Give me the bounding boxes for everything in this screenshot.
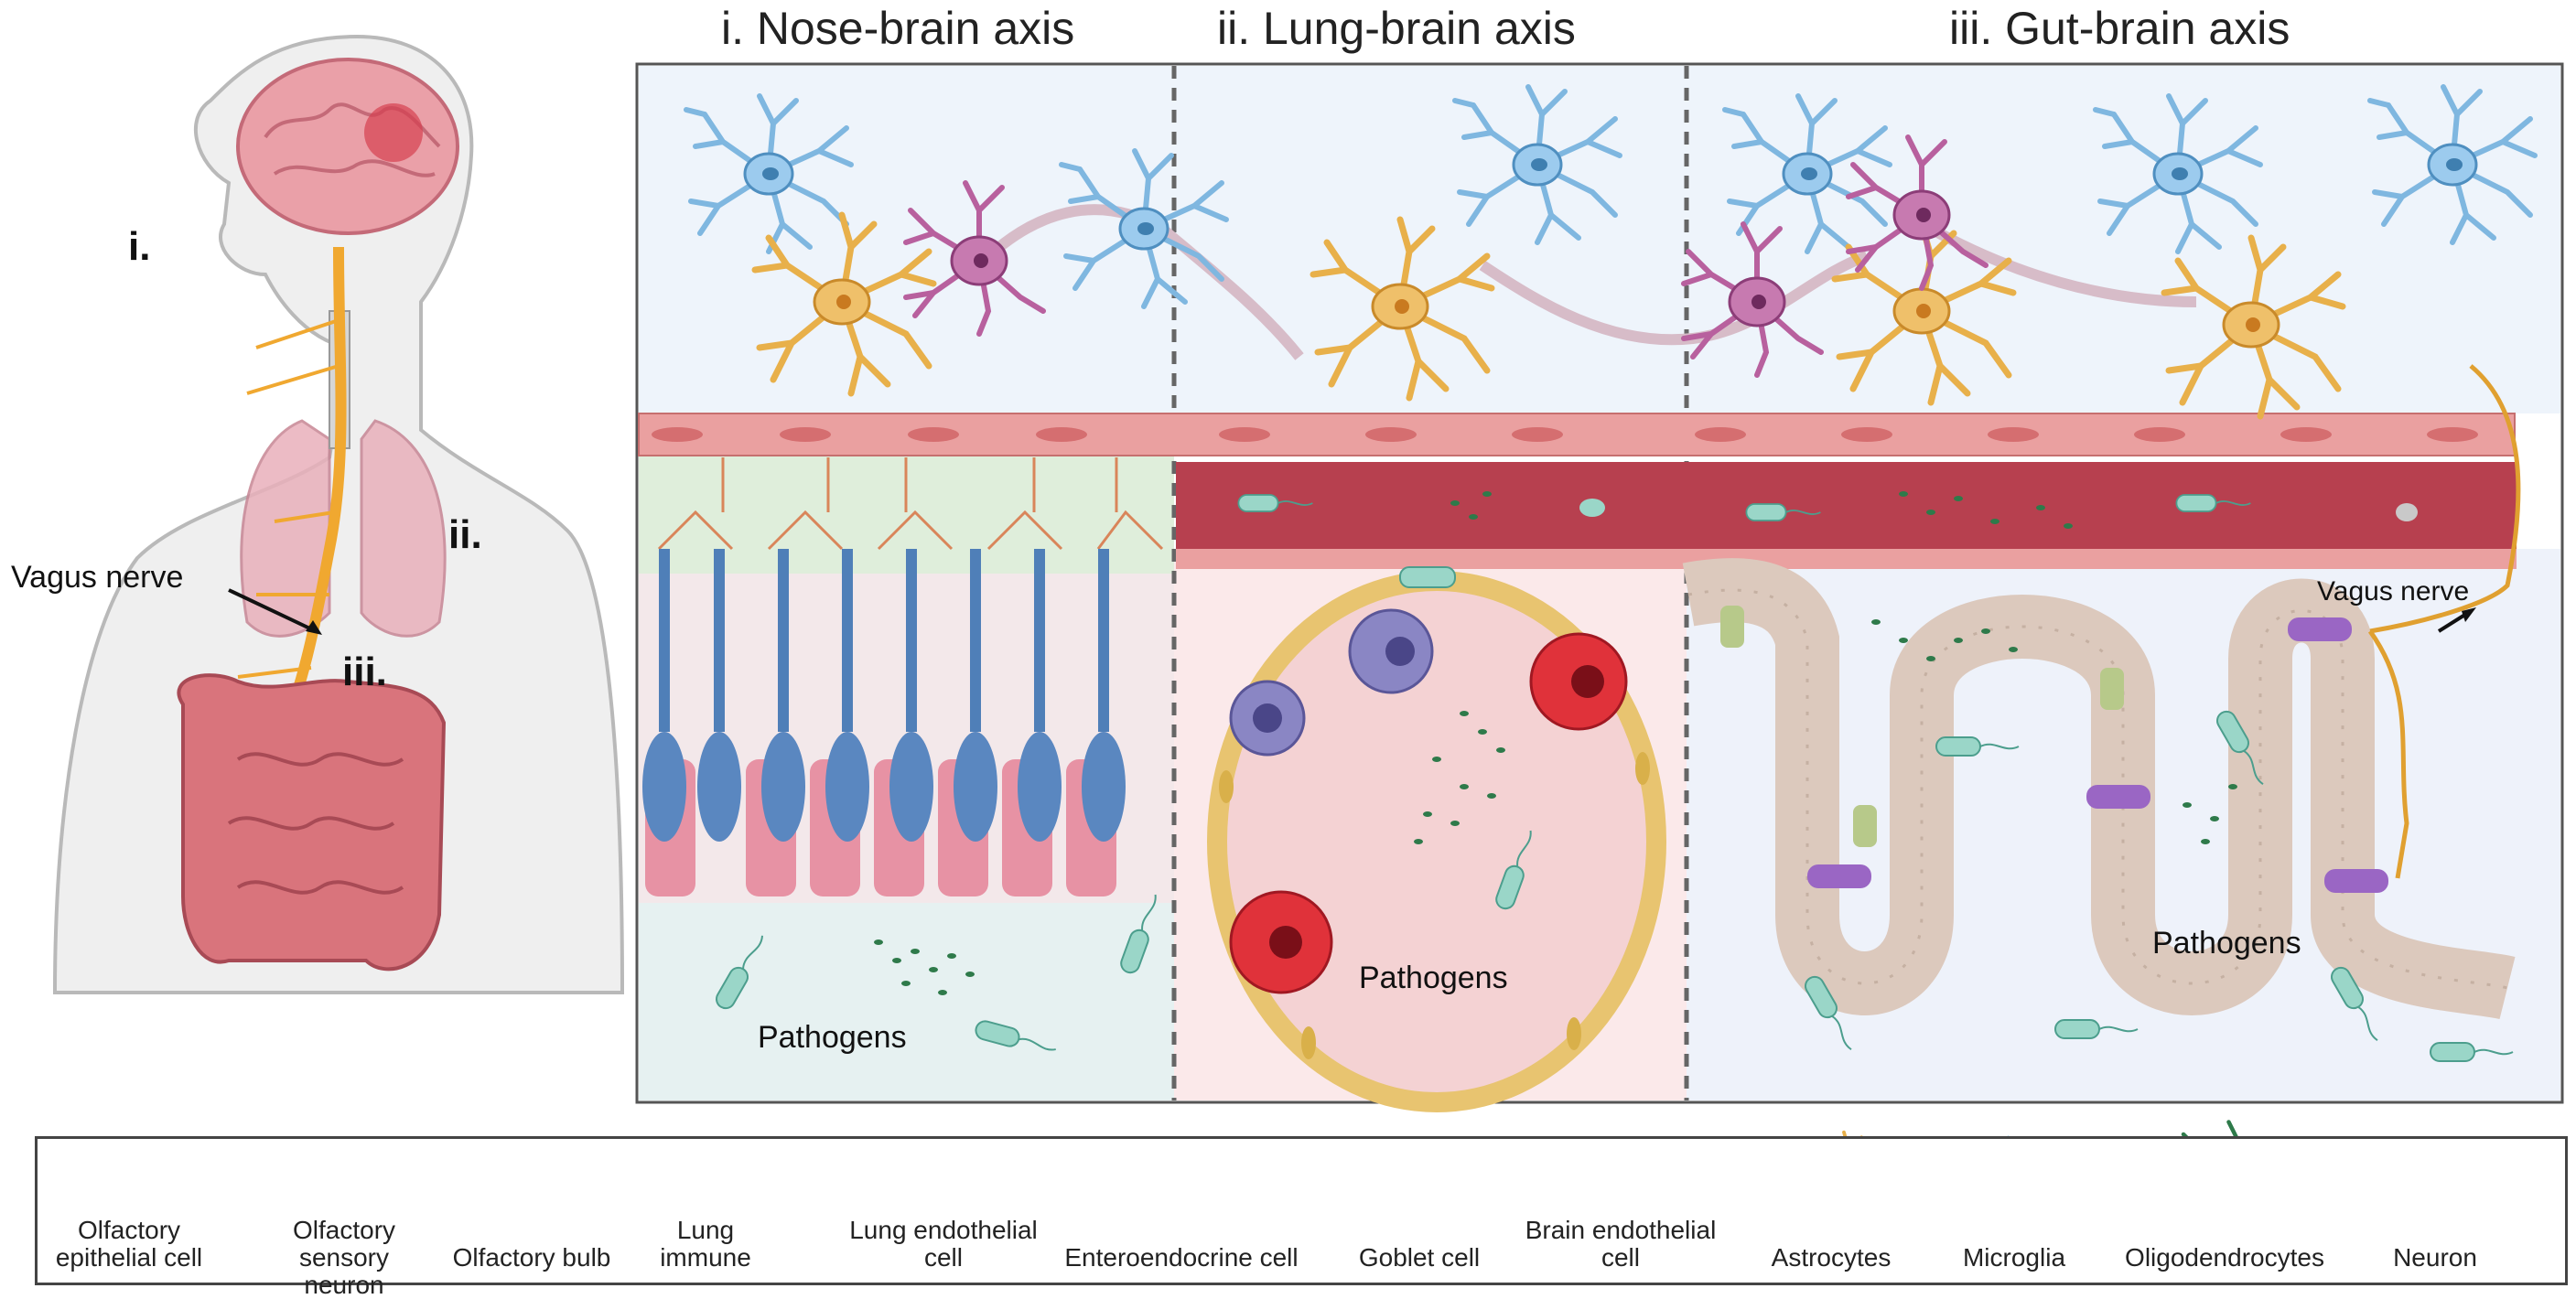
legend-brain-endothelial: Brain endothelial cell	[1525, 1216, 1717, 1272]
gut-pathogens-label: Pathogens	[2152, 926, 2301, 961]
label-ii: ii.	[448, 512, 482, 557]
legend-olfactory-sensory-neuron: Olfactory sensory neuron	[292, 1216, 396, 1299]
gut-brain-axis-title: iii. Gut-brain axis	[1949, 3, 2290, 54]
legend-olfactory-bulb: Olfactory bulb	[452, 1243, 611, 1272]
legend-lung-endothelial: Lung endothelial cell	[849, 1216, 1038, 1272]
legend-enteroendocrine: Enteroendocrine cell	[1064, 1243, 1299, 1272]
legend-neuron: Neuron	[2393, 1243, 2477, 1272]
legend-astrocytes: Astrocytes	[1771, 1243, 1892, 1272]
label-i: i.	[128, 224, 151, 269]
nose-brain-axis-title: i. Nose-brain axis	[721, 3, 1075, 54]
blood-vessel	[1176, 462, 2517, 569]
legend-microglia: Microglia	[1962, 1243, 2066, 1272]
lung-brain-axis-title: ii. Lung-brain axis	[1217, 3, 1576, 54]
lung-pathogens-label: Pathogens	[1359, 961, 1508, 995]
nose-pathogens-label: Pathogens	[758, 1020, 907, 1055]
legend: Olfactory epithelial cell Olfactory sens…	[35, 1136, 2568, 1299]
lung-alveolus	[1207, 566, 1666, 1112]
legend-lung-immune: Lung immune	[660, 1216, 751, 1272]
vagus-nerve-label: Vagus nerve	[11, 560, 184, 595]
human-body-illustration	[52, 34, 625, 994]
brain-endothelium-band	[638, 413, 2516, 456]
legend-oligodendrocytes: Oligodendrocytes	[2125, 1243, 2324, 1272]
gut-villi	[1682, 364, 2521, 1062]
brain-glia-row	[686, 87, 2535, 416]
nose-panel-cells	[642, 457, 1165, 1059]
legend-goblet: Goblet cell	[1358, 1243, 1481, 1272]
legend-olfactory-epithelial: Olfactory epithelial cell	[55, 1216, 203, 1272]
gut-vagus-nerve-label: Vagus nerve	[2317, 576, 2470, 607]
label-iii: iii.	[342, 650, 387, 694]
